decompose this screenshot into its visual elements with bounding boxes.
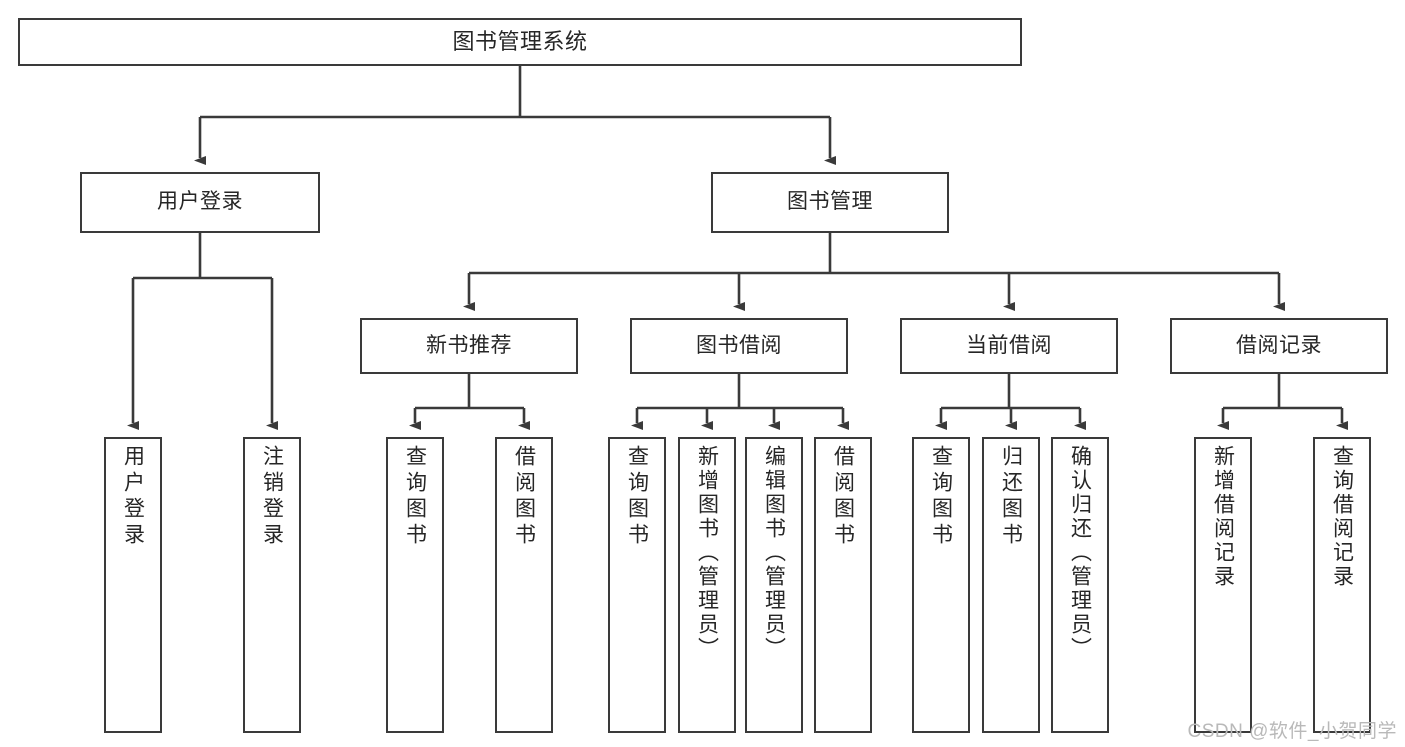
node-leaf-label: 查询图书 xyxy=(403,445,427,549)
node-leaf-label: 归还图书 xyxy=(999,445,1023,549)
node-leaf-borrow-query-book[interactable]: 查询图书 xyxy=(608,437,666,733)
node-leaf-label: 确认归还（管理员） xyxy=(1068,445,1092,661)
node-current-borrow-label: 当前借阅 xyxy=(966,333,1052,357)
node-leaf-user-login-signin[interactable]: 用户登录 xyxy=(104,437,162,733)
node-leaf-borrow-add-book-admin[interactable]: 新增图书（管理员） xyxy=(678,437,736,733)
node-leaf-label: 用户登录 xyxy=(121,445,145,549)
node-leaf-recommend-query-book[interactable]: 查询图书 xyxy=(386,437,444,733)
node-book-borrow[interactable]: 图书借阅 xyxy=(630,318,848,374)
node-book-management-label: 图书管理 xyxy=(787,190,873,214)
node-leaf-label: 查询图书 xyxy=(625,445,649,549)
node-root-book-management-system[interactable]: 图书管理系统 xyxy=(18,18,1022,66)
node-leaf-current-return-book[interactable]: 归还图书 xyxy=(982,437,1040,733)
node-new-book-recommend[interactable]: 新书推荐 xyxy=(360,318,578,374)
node-leaf-label: 查询借阅记录 xyxy=(1330,445,1354,589)
node-borrow-record[interactable]: 借阅记录 xyxy=(1170,318,1388,374)
node-leaf-current-confirm-return-admin[interactable]: 确认归还（管理员） xyxy=(1051,437,1109,733)
node-book-management[interactable]: 图书管理 xyxy=(711,172,949,233)
node-leaf-borrow-edit-book-admin[interactable]: 编辑图书（管理员） xyxy=(745,437,803,733)
node-leaf-label: 编辑图书（管理员） xyxy=(762,445,786,661)
node-leaf-current-query-book[interactable]: 查询图书 xyxy=(912,437,970,733)
node-new-book-recommend-label: 新书推荐 xyxy=(426,333,512,357)
node-leaf-label: 借阅图书 xyxy=(831,445,855,549)
watermark-text: CSDN @软件_小贺同学 xyxy=(1187,721,1397,742)
node-leaf-recommend-borrow-book[interactable]: 借阅图书 xyxy=(495,437,553,733)
node-user-login-label: 用户登录 xyxy=(157,190,243,214)
node-leaf-label: 借阅图书 xyxy=(512,445,536,549)
node-leaf-label: 新增借阅记录 xyxy=(1211,445,1235,589)
node-leaf-label: 新增图书（管理员） xyxy=(695,445,719,661)
node-leaf-borrow-borrow-book[interactable]: 借阅图书 xyxy=(814,437,872,733)
node-leaf-label: 注销登录 xyxy=(260,445,284,549)
node-leaf-record-add-record[interactable]: 新增借阅记录 xyxy=(1194,437,1252,733)
node-leaf-user-login-signout[interactable]: 注销登录 xyxy=(243,437,301,733)
node-user-login[interactable]: 用户登录 xyxy=(80,172,320,233)
node-root-label: 图书管理系统 xyxy=(452,29,588,55)
node-current-borrow[interactable]: 当前借阅 xyxy=(900,318,1118,374)
node-book-borrow-label: 图书借阅 xyxy=(696,333,782,357)
node-leaf-record-query-record[interactable]: 查询借阅记录 xyxy=(1313,437,1371,733)
node-borrow-record-label: 借阅记录 xyxy=(1236,333,1322,357)
node-leaf-label: 查询图书 xyxy=(929,445,953,549)
